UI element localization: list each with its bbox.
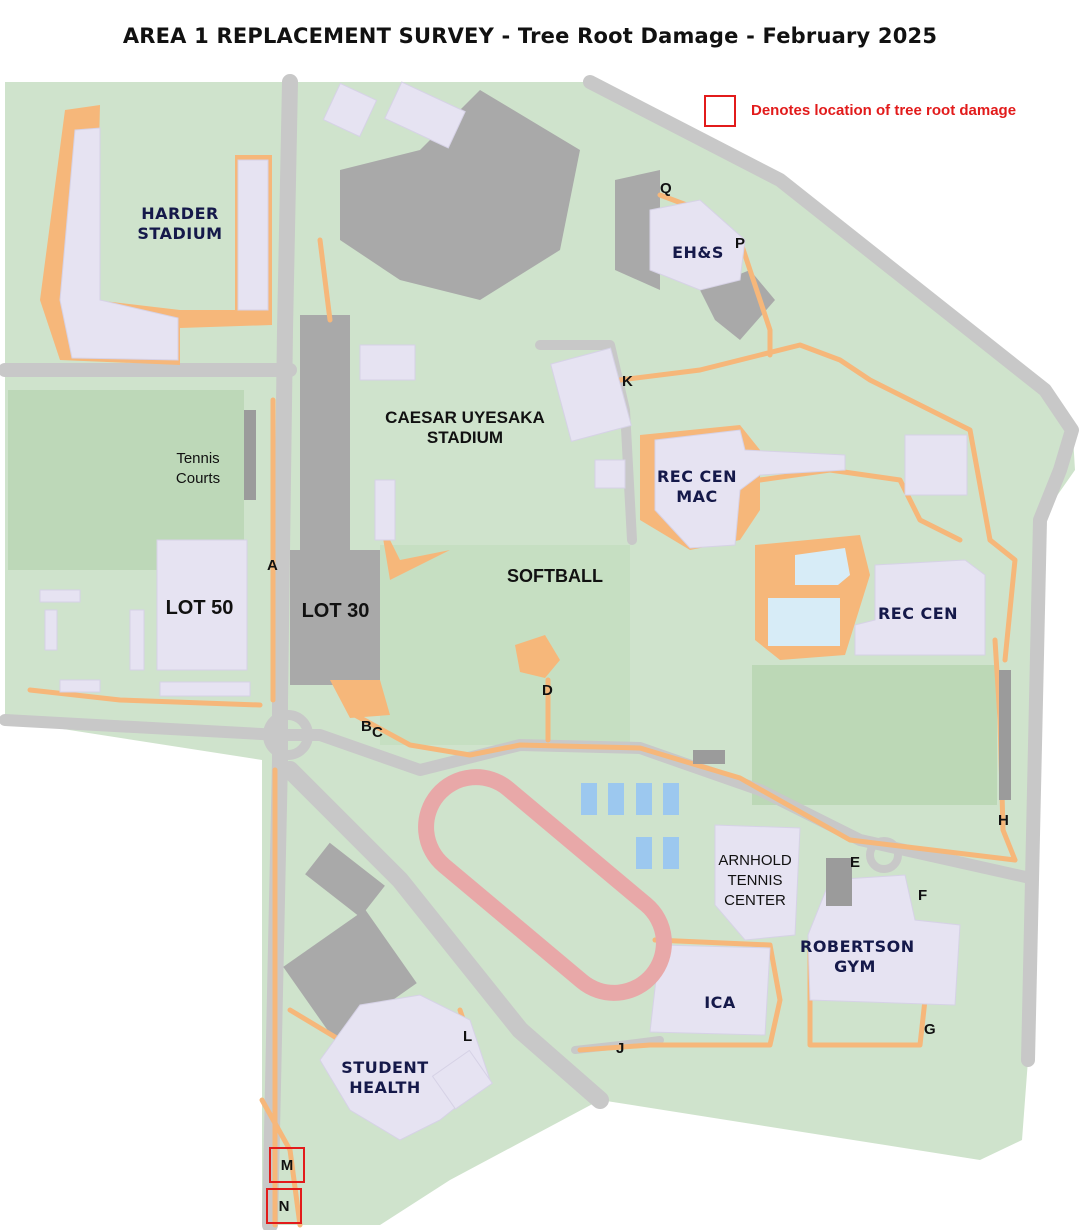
lot30-lower [290,550,380,685]
marker-c: C [372,724,383,741]
rec-cen-building [854,559,986,656]
harder-stadium-east [237,159,269,311]
hatch-tennis [244,410,256,500]
road-east [583,75,1079,1067]
rec-cen-top-box [904,434,968,496]
k-building [550,347,632,443]
ica-building [649,944,771,1036]
softball-field [380,545,630,745]
marker-j: J [616,1040,625,1057]
marker-e: E [850,854,861,871]
label-ica: ICA [704,993,736,1012]
marker-d: D [542,682,553,699]
marker-b: B [361,718,372,735]
rec-cen-pool-1 [795,548,850,585]
court-6 [663,837,679,869]
path-bc [352,712,1018,863]
student-health-lot-north [305,842,385,918]
marker-g: G [924,1021,936,1038]
lot50-small-1 [39,589,81,603]
eh-s-lot [615,170,660,290]
caesar-walk [380,520,470,580]
label-eh-s: EH&S [672,243,724,262]
court-5 [636,837,652,869]
hatch-robertson [826,858,852,906]
court-4 [663,783,679,815]
damage-label-n: N [278,1198,290,1215]
hatch-south-road [693,750,725,764]
eh-s-building [649,199,746,291]
label-student-health: STUDENT HEALTH [341,1058,429,1097]
path-k [617,342,993,543]
legend-swatch [704,95,736,127]
path-lot50 [27,687,263,708]
marker-q: Q [660,180,672,197]
lot50-small-5 [159,681,251,697]
label-arnhold: ARNHOLD TENNIS CENTER [718,852,792,909]
caesar-bldg-small [374,479,396,541]
hatch-east [999,670,1011,800]
arnhold-building [714,824,801,941]
harder-stadium-west [59,127,179,361]
rec-field [752,665,997,805]
lot30-small-1 [359,344,416,381]
rec-cen-mac-building [654,429,846,549]
label-lot-50: LOT 50 [165,597,234,619]
marker-p: P [735,235,746,252]
legend-label: Denotes location of tree root damage [751,102,1017,119]
damage-label-m: M [280,1157,294,1174]
map-title: AREA 1 REPLACEMENT SURVEY - Tree Root Da… [122,24,938,48]
marker-k: K [622,373,633,390]
lot50-small-3 [129,609,145,671]
label-caesar-uyesaka: CAESAR UYESAKA STADIUM [385,408,545,447]
label-rec-cen-mac: REC CEN MAC [656,467,738,506]
robertson-building [807,874,961,1006]
label-tennis-courts: Tennis Courts [175,450,221,487]
path-south-m [259,1097,303,1228]
marker-f: F [918,887,928,904]
label-robertson-gym: ROBERTSON GYM [800,937,915,976]
k-building-small [594,459,626,489]
lot50-small-2 [44,609,58,651]
student-health-bldg-2 [431,1049,494,1110]
label-rec-cen: REC CEN [877,604,959,623]
rec-cen-pool-2 [768,598,840,646]
north-building-2 [384,81,466,149]
roundabout-east [866,837,902,873]
court-2 [608,783,624,815]
marker-a: A [267,557,278,574]
student-health-lot [283,909,417,1041]
road-diagonal [281,761,609,1109]
court-3 [636,783,652,815]
path-north-k [317,237,333,323]
label-harder-stadium: HARDER STADIUM [137,204,223,243]
running-track [418,769,672,1001]
lot50-small-4 [59,679,101,693]
path-h [987,537,1018,663]
damage-marker-m: M [269,1147,305,1183]
lot50-building [156,539,248,671]
lot30-structure [300,315,350,555]
court-1 [581,783,597,815]
softball-d-walk [515,635,560,678]
label-lot-30: LOT 30 [301,600,370,622]
path-ica [577,937,783,1053]
marker-l: L [463,1028,473,1045]
north-complex [340,90,580,300]
north-building [322,82,378,138]
marker-h: H [998,812,1009,829]
roundabout-west [263,710,313,760]
lot30-walk [330,680,390,718]
damage-marker-n: N [266,1188,302,1224]
label-softball: SOFTBALL [507,566,603,586]
path-rec-loop [757,467,963,543]
